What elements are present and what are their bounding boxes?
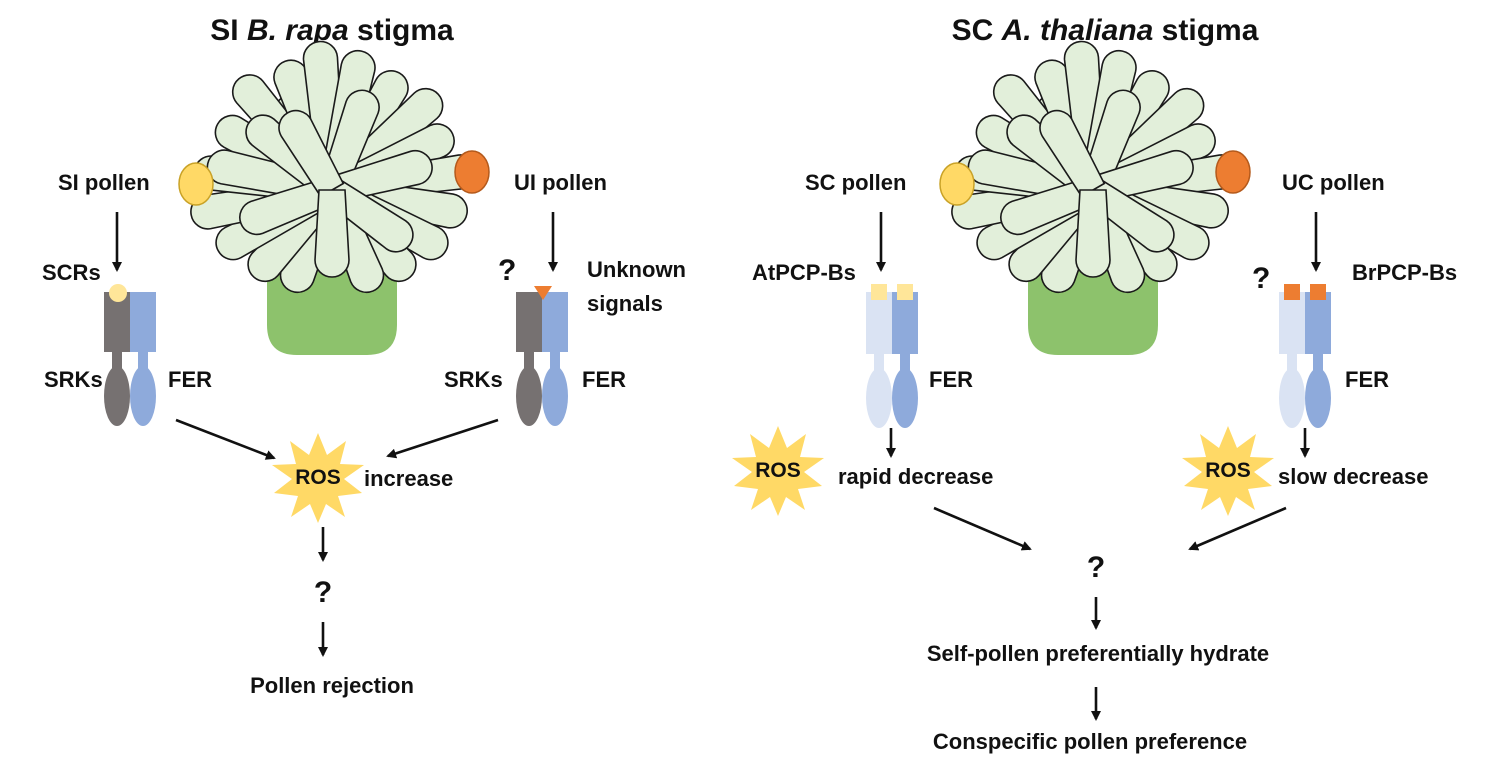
downstream-question-mark: ? xyxy=(1087,551,1105,584)
ros-label-left: ROS xyxy=(755,459,801,482)
ros-label-right: ROS xyxy=(1205,459,1251,482)
arrow-left-receptor-to-ros xyxy=(175,418,276,460)
srk-fer-receptor-left xyxy=(104,284,156,426)
arrow-rapid-to-question xyxy=(933,506,1032,551)
atpcp-bs-label: AtPCP-Bs xyxy=(752,260,856,285)
atpcp-b-ligand xyxy=(871,284,887,300)
other-pollen-grain xyxy=(1215,150,1251,194)
self-pollen-grain xyxy=(939,162,975,206)
brpcp-bs-label: BrPCP-Bs xyxy=(1352,260,1457,285)
fer-label-left: FER xyxy=(929,367,973,392)
rapid-decrease-label: rapid decrease xyxy=(838,464,993,489)
self-pollen-hydrate-label: Self-pollen preferentially hydrate xyxy=(927,641,1269,666)
unknown-signal-ligand xyxy=(534,286,552,300)
fer-label-left: FER xyxy=(168,367,212,392)
brpcp-b-ligand xyxy=(1310,284,1326,300)
atpcp-b-ligand xyxy=(897,284,913,300)
arrow-right-receptor-to-ros xyxy=(386,418,499,459)
fer-label-right: FER xyxy=(582,367,626,392)
ros-label: ROS xyxy=(295,466,341,489)
brpcp-b-ligand xyxy=(1284,284,1300,300)
srk-fer-receptor-right xyxy=(516,286,568,426)
unknown-label-line1: Unknown xyxy=(587,257,686,282)
other-pollen-grain xyxy=(454,150,490,194)
scrs-label: SCRs xyxy=(42,260,101,285)
srks-label-right: SRKs xyxy=(444,367,503,392)
fer-receptor-left xyxy=(866,284,918,428)
ui-pollen-label: UI pollen xyxy=(514,170,607,195)
right-panel: SC A. thaliana stigma SC pollen UC polle… xyxy=(732,14,1457,754)
si-pollen-label: SI pollen xyxy=(58,170,150,195)
left-panel-title: SI B. rapa stigma xyxy=(210,14,454,47)
self-pollen-grain xyxy=(178,162,214,206)
sc-pollen-label: SC pollen xyxy=(805,170,906,195)
stigma-illustration xyxy=(187,39,481,356)
srks-label-left: SRKs xyxy=(44,367,103,392)
receptor-question-mark: ? xyxy=(1252,262,1270,295)
right-panel-title: SC A. thaliana stigma xyxy=(952,14,1259,47)
conspecific-preference-label: Conspecific pollen preference xyxy=(933,729,1247,754)
unknown-label-line2: signals xyxy=(587,291,663,316)
left-panel: SI B. rapa stigma SI pollen UI pollen SC… xyxy=(42,14,686,698)
pollen-rejection-label: Pollen rejection xyxy=(250,673,414,698)
slow-decrease-label: slow decrease xyxy=(1278,464,1428,489)
arrow-slow-to-question xyxy=(1188,506,1287,551)
uc-pollen-label: UC pollen xyxy=(1282,170,1385,195)
downstream-question-mark: ? xyxy=(314,576,332,609)
stigma-illustration xyxy=(948,39,1242,356)
fer-label-right: FER xyxy=(1345,367,1389,392)
fer-receptor-right xyxy=(1279,284,1331,428)
ros-increase-label: increase xyxy=(364,466,453,491)
scr-ligand xyxy=(109,284,127,302)
receptor-question-mark: ? xyxy=(498,254,516,287)
